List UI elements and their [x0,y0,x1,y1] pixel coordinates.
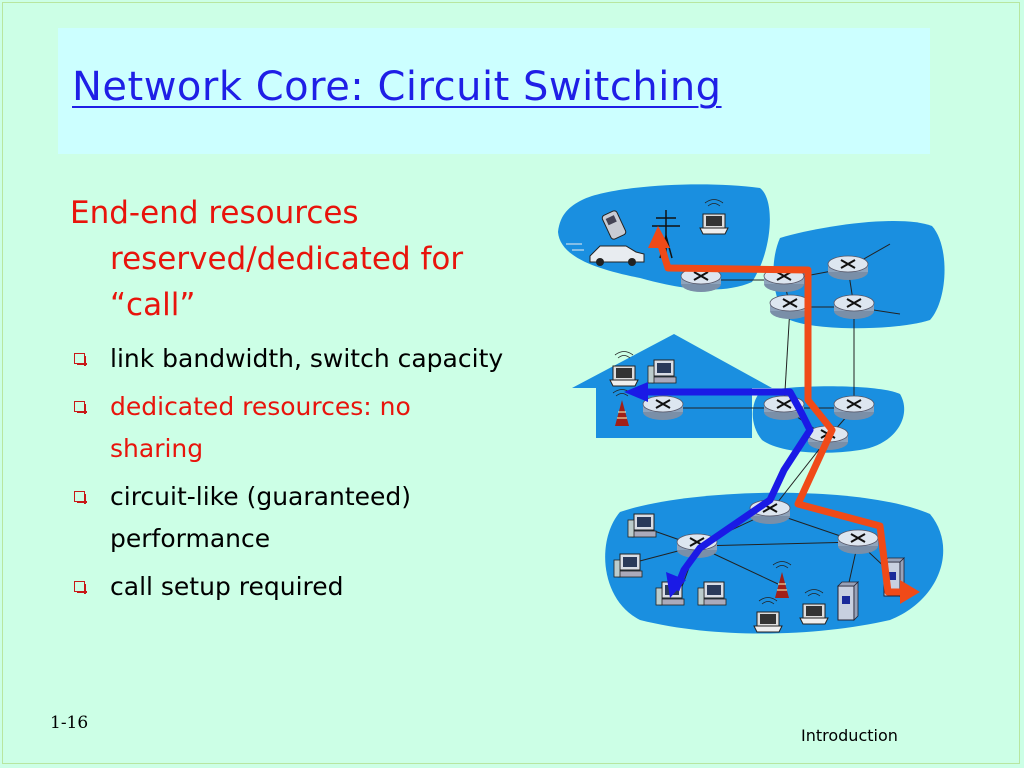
network-diagram [558,184,945,634]
corporate-network-cloud [605,492,944,634]
bullet-text: call setup required [110,572,344,601]
router-icon [837,529,879,555]
footer-text: Introduction [801,726,898,745]
cell-phone-icon [601,210,627,240]
red-circuit-path [656,240,908,596]
home-network-house-icon [572,334,772,438]
box-bullet-icon [74,353,87,366]
bullet-text: circuit-like (guaranteed) performance [110,482,412,553]
router-icon [827,255,869,281]
intro-text: End-end resources reserved/dedicated for… [70,195,464,323]
bullet-item: dedicated resources: no sharing [70,386,510,470]
server-icon [837,581,859,621]
blue-circuit-path [640,388,814,592]
bullet-list: link bandwidth, switch capacity dedicate… [70,338,510,614]
slide-title: Network Core: Circuit Switching [72,64,722,110]
bullet-text: dedicated resources: no sharing [110,392,411,463]
box-bullet-icon [74,491,87,504]
bullet-item: link bandwidth, switch capacity [70,338,510,380]
box-bullet-icon [74,581,87,594]
router-icon [833,294,875,320]
bullet-item: circuit-like (guaranteed) performance [70,476,510,560]
slide-number: 1-16 [50,713,89,733]
bullet-text: link bandwidth, switch capacity [110,344,504,373]
router-icon [833,395,875,421]
car-icon [566,243,645,266]
bullet-item: call setup required [70,566,510,608]
router-icon [769,294,811,320]
title-box [58,28,930,154]
router-icon [642,395,684,421]
box-bullet-icon [74,401,87,414]
